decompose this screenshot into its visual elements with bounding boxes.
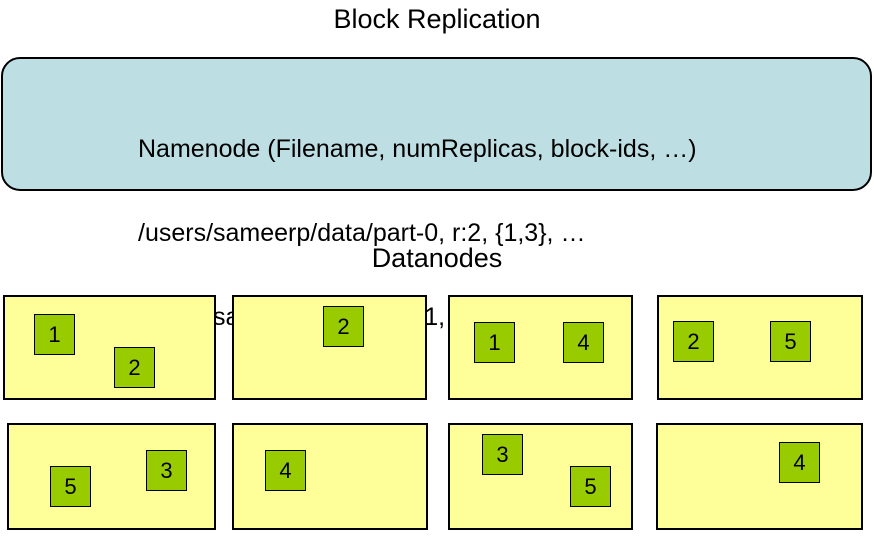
namenode-header-line: Namenode (Filename, numReplicas, block-i… — [138, 135, 697, 163]
datanode-6-box: 4 — [232, 423, 428, 530]
datanode-8-block-4: 4 — [779, 442, 820, 483]
datanode-2-box: 2 — [232, 295, 427, 400]
datanode-7-block-3: 3 — [482, 434, 523, 475]
datanode-1-block-2: 2 — [114, 347, 155, 388]
datanode-3-block-1: 1 — [474, 322, 515, 363]
datanode-5-block-5: 5 — [50, 466, 91, 507]
datanode-1-block-1: 1 — [34, 314, 75, 355]
datanode-8-box: 4 — [656, 423, 863, 530]
namenode-box: Namenode (Filename, numReplicas, block-i… — [1, 57, 872, 331]
diagram-title: Block Replication — [333, 4, 541, 34]
datanode-7-block-5: 5 — [570, 466, 611, 507]
datanode-4-block-5: 5 — [770, 321, 811, 362]
datanode-3-block-4: 4 — [563, 322, 604, 363]
datanode-6-block-4: 4 — [265, 450, 306, 491]
datanode-2-block-2: 2 — [323, 306, 364, 347]
datanode-4-block-2: 2 — [673, 321, 714, 362]
namenode-file-entry-part0: /users/sameerp/data/part-0, r:2, {1,3}, … — [138, 219, 586, 247]
datanode-5-block-3: 3 — [146, 450, 187, 491]
datanodes-label: Datanodes — [371, 243, 503, 273]
